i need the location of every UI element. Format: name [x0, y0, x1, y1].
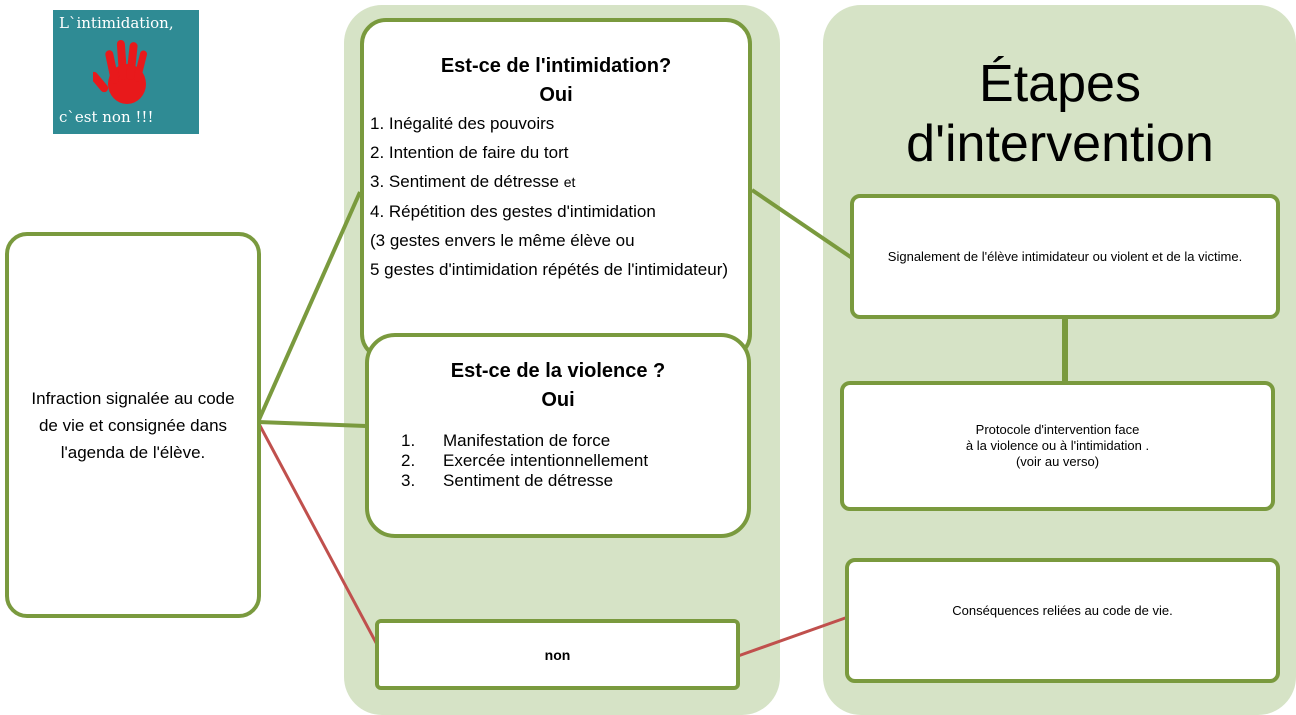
intimidation-answer: Oui — [539, 84, 573, 106]
connector-intimidation-to-signalement — [750, 188, 854, 260]
steps-title-line1: Étapes — [979, 55, 1141, 113]
logo-top-text: L`intimidation, — [59, 14, 174, 32]
intimidation-box: Est-ce de l'intimidation? Oui 1. Inégali… — [360, 18, 752, 360]
violence-criteria: 1. Manifestation de force 2. Exercée inten… — [397, 431, 747, 491]
protocole-line3: (voir au verso) — [1015, 454, 1100, 469]
connector-non-to-consequences — [737, 615, 849, 658]
violence-answer: Oui — [541, 389, 575, 411]
criterion-3-text: 3. Sentiment de détresse — [370, 172, 560, 191]
criterion-note-1: (3 gestes envers le même élève ou — [370, 231, 635, 250]
intimidation-criteria: 1. Inégalité des pouvoirs 2. Intention d… — [364, 114, 748, 279]
violence-criterion-2: 2. Exercée intentionnellement — [397, 451, 747, 471]
criterion-3-suffix: et — [563, 174, 576, 190]
violence-criterion-3-num: 3. — [401, 471, 416, 490]
criterion-2: 2. Intention de faire du tort — [370, 143, 569, 162]
steps-title-line2: d'intervention — [906, 115, 1214, 173]
logo: L`intimidation, c`est non !!! — [53, 10, 199, 134]
violence-criterion-1-num: 1. — [401, 431, 416, 450]
violence-criterion-2-text: Exercée intentionnellement — [443, 451, 649, 470]
violence-criterion-3: 3. Sentiment de détresse — [397, 471, 747, 491]
protocole-box: Protocole d'intervention face à la viole… — [840, 381, 1275, 511]
violence-criterion-1-text: Manifestation de force — [443, 431, 611, 450]
connector-left-to-non — [256, 421, 383, 653]
violence-criterion-3-text: Sentiment de détresse — [443, 471, 614, 490]
criterion-1: 1. Inégalité des pouvoirs — [370, 114, 555, 133]
infraction-box: Infraction signalée au code de vie et co… — [5, 232, 261, 618]
criterion-4: 4. Répétition des gestes d'intimidation — [370, 202, 656, 221]
intimidation-title: Est-ce de l'intimidation? — [440, 55, 672, 77]
violence-criterion-2-num: 2. — [401, 451, 416, 470]
protocole-text: Protocole d'intervention face à la viole… — [844, 385, 1271, 507]
signalement-box: Signalement de l'élève intimidateur ou v… — [850, 194, 1280, 319]
connector-left-to-violence — [257, 420, 367, 428]
consequences-text: Conséquences reliées au code de vie. — [952, 602, 1173, 618]
non-label: non — [544, 646, 571, 663]
red-hand-icon — [93, 40, 148, 104]
violence-title: Est-ce de la violence ? — [450, 360, 666, 382]
criterion-3: 3. Sentiment de détresse et — [370, 172, 748, 192]
consequences-box: Conséquences reliées au code de vie. — [845, 558, 1280, 683]
logo-bottom-text: c`est non !!! — [59, 108, 154, 126]
non-box: non — [375, 619, 740, 690]
violence-criterion-1: 1. Manifestation de force — [397, 431, 747, 451]
protocole-line2: à la violence ou à l'intimidation . — [965, 438, 1150, 453]
criterion-note-2: 5 gestes d'intimidation répétés de l'int… — [370, 260, 729, 279]
violence-box: Est-ce de la violence ? Oui 1. Manifestat… — [365, 333, 751, 538]
steps-title: Étapes d'intervention — [825, 54, 1295, 174]
signalement-text: Signalement de l'élève intimidateur ou v… — [887, 248, 1243, 264]
infraction-text: Infraction signalée au code de vie et co… — [31, 388, 235, 462]
protocole-line1: Protocole d'intervention face — [975, 422, 1140, 437]
connector-left-to-intimidation — [256, 191, 362, 423]
